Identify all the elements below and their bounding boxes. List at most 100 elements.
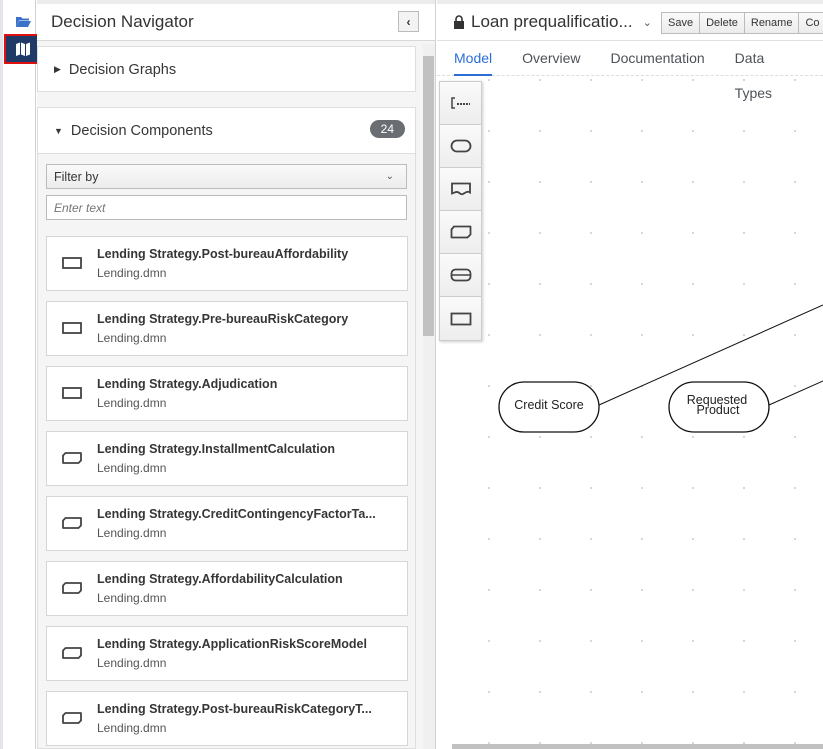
- delete-button[interactable]: Delete: [699, 12, 745, 34]
- component-title: Lending Strategy.Adjudication: [97, 377, 278, 391]
- grid-dot: [743, 334, 745, 336]
- component-list-item[interactable]: Lending Strategy.CreditContingencyFactor…: [46, 496, 408, 551]
- tab-documentation[interactable]: Documentation: [610, 49, 705, 66]
- component-title: Lending Strategy.Post-bureauAffordabilit…: [97, 247, 349, 261]
- input-data-icon: [450, 139, 471, 153]
- grid-dot: [743, 130, 745, 132]
- grid-dot: [539, 130, 541, 132]
- grid-dot: [641, 487, 643, 489]
- node-label-line1: Requested: [687, 393, 748, 407]
- grid-dot: [641, 538, 643, 540]
- input-node-requested-product[interactable]: Requested Product: [668, 381, 770, 433]
- scrollbar-thumb[interactable]: [423, 56, 434, 336]
- connector-requested-product[interactable]: [768, 380, 823, 406]
- decision-icon: [62, 321, 82, 339]
- component-file: Lending.dmn: [97, 266, 167, 280]
- connector-credit-score[interactable]: [598, 304, 823, 406]
- decision-graphs-section[interactable]: ▶Decision Graphs: [37, 46, 416, 92]
- grid-dot: [488, 640, 490, 642]
- grid-dot: [794, 385, 796, 387]
- grid-dot: [692, 640, 694, 642]
- palette-input-data[interactable]: [440, 125, 481, 168]
- title-dropdown-icon[interactable]: ⌄: [642, 16, 652, 29]
- save-button[interactable]: Save: [661, 12, 701, 34]
- grid-dot: [488, 181, 490, 183]
- grid-dot: [692, 691, 694, 693]
- input-node-credit-score[interactable]: Credit Score: [498, 381, 600, 433]
- tab-data-types[interactable]: Data Types: [734, 49, 773, 101]
- component-file: Lending.dmn: [97, 396, 167, 410]
- component-file: Lending.dmn: [97, 591, 167, 605]
- text-annotation-icon: [450, 97, 470, 109]
- decision-components-label: Decision Components: [70, 122, 213, 139]
- component-list-item[interactable]: Lending Strategy.Post-bureauAffordabilit…: [46, 236, 408, 291]
- grid-dot: [743, 283, 745, 285]
- component-file: Lending.dmn: [97, 526, 167, 540]
- grid-dot: [539, 742, 541, 744]
- filter-select[interactable]: Filter by⌄: [46, 164, 407, 189]
- component-title: Lending Strategy.AffordabilityCalculatio…: [97, 572, 343, 586]
- grid-dot: [794, 589, 796, 591]
- palette-bkm[interactable]: [440, 211, 481, 254]
- grid-dot: [539, 589, 541, 591]
- grid-dot: [488, 436, 490, 438]
- rename-button[interactable]: Rename: [743, 12, 800, 34]
- copy-button[interactable]: Co: [798, 12, 823, 34]
- component-list-item[interactable]: Lending Strategy.AffordabilityCalculatio…: [46, 561, 408, 616]
- component-title: Lending Strategy.Post-bureauRiskCategory…: [97, 702, 372, 716]
- grid-dot: [641, 181, 643, 183]
- map-icon[interactable]: [4, 34, 41, 64]
- decision-components-header[interactable]: ▼ Decision Components: [38, 108, 415, 153]
- grid-dot: [590, 130, 592, 132]
- grid-dot: [743, 487, 745, 489]
- grid-dot: [641, 79, 643, 81]
- collapse-button[interactable]: ‹: [398, 11, 419, 32]
- grid-dot: [539, 334, 541, 336]
- component-list-item[interactable]: Lending Strategy.ApplicationRiskScoreMod…: [46, 626, 408, 681]
- caret-right-icon: ▶: [54, 64, 61, 74]
- component-title: Lending Strategy.CreditContingencyFactor…: [97, 507, 376, 521]
- decision-navigator: Decision Navigator ‹ ▶Decision Graphs ▼D…: [37, 0, 436, 749]
- folder-open-icon[interactable]: [6, 8, 39, 34]
- palette-knowledge-source[interactable]: [440, 168, 481, 211]
- component-list-item[interactable]: Lending Strategy.Post-bureauRiskCategory…: [46, 691, 408, 746]
- grid-dot: [692, 487, 694, 489]
- grid-dot: [488, 742, 490, 744]
- diagram-canvas[interactable]: Credit Score Requested Product: [437, 77, 823, 749]
- grid-dot: [641, 589, 643, 591]
- grid-dot: [590, 385, 592, 387]
- grid-dot: [743, 436, 745, 438]
- grid-dot: [488, 691, 490, 693]
- grid-dot: [641, 742, 643, 744]
- grid-dot: [539, 79, 541, 81]
- grid-dot: [539, 181, 541, 183]
- search-input[interactable]: [46, 195, 407, 220]
- palette-decision[interactable]: [440, 297, 481, 340]
- tab-model[interactable]: Model: [454, 41, 493, 76]
- grid-dot: [794, 436, 796, 438]
- shape-palette: [439, 81, 482, 341]
- tab-overview[interactable]: Overview: [522, 49, 581, 66]
- grid-dot: [488, 487, 490, 489]
- grid-dot: [743, 538, 745, 540]
- editor-tabs: Model Overview Documentation Data Types: [437, 41, 823, 101]
- grid-dot: [692, 334, 694, 336]
- lock-icon: [454, 14, 464, 29]
- grid-dot: [590, 691, 592, 693]
- component-file: Lending.dmn: [97, 656, 167, 670]
- horizontal-scrollbar[interactable]: [452, 744, 823, 749]
- grid-dot: [539, 487, 541, 489]
- grid-dot: [590, 436, 592, 438]
- node-label-line2: Product: [696, 403, 740, 417]
- palette-decision-service[interactable]: [440, 254, 481, 297]
- grid-dot: [590, 538, 592, 540]
- bkm-icon: [62, 451, 82, 469]
- caret-down-icon: ▼: [54, 125, 63, 136]
- grid-dot: [743, 181, 745, 183]
- palette-text-annotation[interactable]: [440, 82, 481, 125]
- decision-icon: [62, 386, 82, 404]
- grid-dot: [539, 436, 541, 438]
